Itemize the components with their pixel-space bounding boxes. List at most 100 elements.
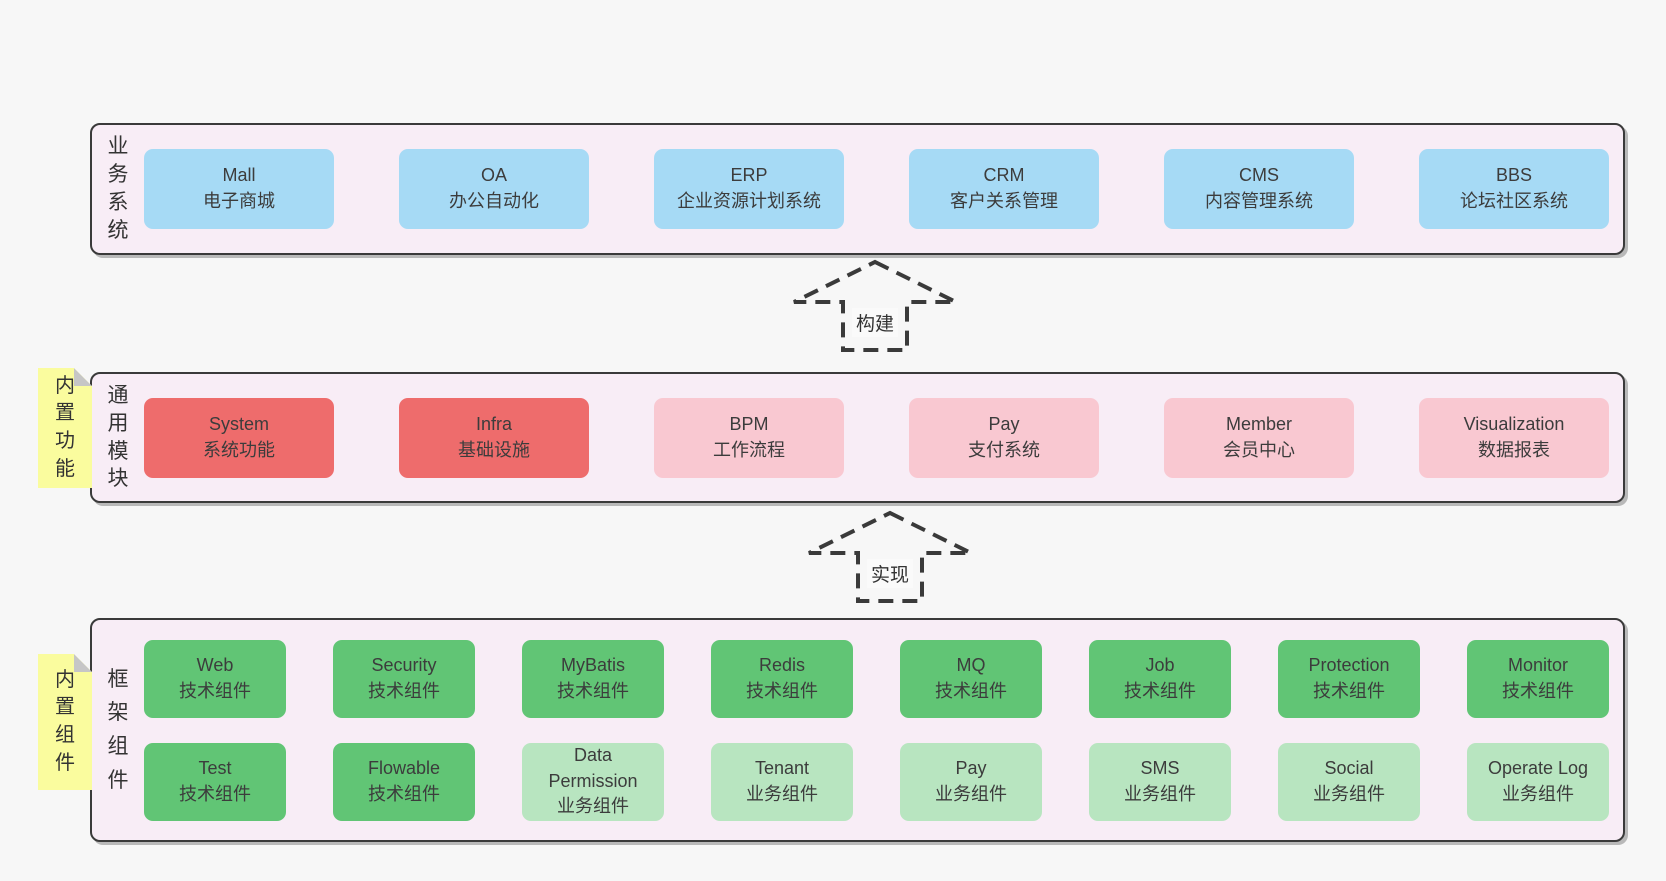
- box-subtitle: 业务组件: [557, 796, 629, 817]
- panel-label-gutter: 通用模块: [92, 374, 144, 501]
- box-subtitle: 内容管理系统: [1205, 191, 1313, 211]
- box-operate-log: Operate Log 业务组件: [1467, 742, 1609, 821]
- box-subtitle: 会员中心: [1223, 439, 1295, 460]
- box-crm: CRM 客户关系管理: [909, 149, 1099, 229]
- framework-components-label: 框架组件: [107, 667, 129, 792]
- box-subtitle: 办公自动化: [449, 191, 539, 211]
- box-subtitle: 业务组件: [1502, 783, 1574, 804]
- box-title: Member: [1225, 413, 1292, 434]
- box-title: OA: [480, 165, 507, 186]
- box-title: Web: [196, 654, 234, 675]
- box-title: Pay: [955, 757, 987, 778]
- box-title: Visualization: [1463, 413, 1565, 434]
- box-subtitle: 技术组件: [368, 783, 440, 804]
- business-systems-label: 业务系统: [107, 135, 129, 242]
- box-subtitle: 业务组件: [746, 783, 818, 804]
- box-title: BPM: [729, 413, 769, 434]
- box-protection: Protection 技术组件: [1278, 639, 1420, 718]
- up-arrow-icon: [808, 510, 972, 603]
- common-modules-panel: 通用模块 System 系统功能 Infra 基础设施 BPM 工作流程 Pay: [90, 372, 1625, 503]
- implement-arrow-label: 实现: [866, 559, 914, 588]
- box-erp: ERP 企业资源计划系统: [654, 149, 844, 229]
- box-subtitle: 技术组件: [557, 680, 629, 701]
- box-pay: Pay 支付系统: [909, 397, 1099, 478]
- box-infra: Infra 基础设施: [399, 397, 589, 478]
- box-web: Web 技术组件: [144, 639, 286, 718]
- box-redis: Redis 技术组件: [711, 639, 853, 718]
- box-test: Test 技术组件: [144, 742, 286, 821]
- built-in-features-label: 内置功能: [55, 374, 75, 480]
- box-monitor: Monitor 技术组件: [1467, 639, 1609, 718]
- up-arrow-icon: [793, 259, 957, 352]
- box-title: Tenant: [754, 757, 810, 778]
- tech-components-row: Web 技术组件 Security 技术组件 MyBatis 技术组件 Redi…: [144, 639, 1609, 718]
- box-title: Redis: [758, 654, 806, 675]
- box-title: SMS: [1140, 757, 1180, 778]
- box-security: Security 技术组件: [333, 639, 475, 718]
- box-subtitle: 业务组件: [1124, 783, 1196, 804]
- business-systems-panel: 业务系统 Mall 电子商城 OA 办公自动化 ERP 企业资源计划系统 CRM: [90, 123, 1625, 255]
- box-title: Test: [198, 757, 232, 778]
- box-title: Mall: [222, 165, 256, 186]
- box-title: Infra: [475, 413, 513, 434]
- box-subtitle: 基础设施: [458, 439, 530, 460]
- common-modules-label: 通用模块: [107, 383, 129, 491]
- box-subtitle: 支付系统: [968, 439, 1040, 460]
- box-title: Monitor: [1507, 654, 1569, 675]
- box-subtitle: 技术组件: [179, 680, 251, 701]
- box-subtitle: 技术组件: [1502, 680, 1574, 701]
- biz-components-row: Test 技术组件 Flowable 技术组件 Data Permission …: [144, 742, 1609, 821]
- box-subtitle: 客户关系管理: [950, 191, 1058, 211]
- box-mall: Mall 电子商城: [144, 149, 334, 229]
- built-in-components-sticky-note: 内置组件: [38, 654, 92, 790]
- built-in-features-sticky-note: 内置功能: [38, 368, 92, 488]
- build-arrow: 构建: [790, 258, 960, 354]
- build-arrow-label: 构建: [851, 308, 899, 337]
- implement-arrow: 实现: [805, 509, 975, 605]
- box-data-permission: Data Permission 业务组件: [522, 742, 664, 821]
- box-title: Job: [1145, 654, 1175, 675]
- box-title: Social: [1324, 757, 1374, 778]
- box-subtitle: 技术组件: [746, 680, 818, 701]
- box-oa: OA 办公自动化: [399, 149, 589, 229]
- box-pay-biz: Pay 业务组件: [900, 742, 1042, 821]
- box-subtitle: 技术组件: [1313, 680, 1385, 701]
- box-social: Social 业务组件: [1278, 742, 1420, 821]
- box-tenant: Tenant 业务组件: [711, 742, 853, 821]
- box-subtitle: 电子商城: [203, 191, 275, 211]
- box-subtitle: 业务组件: [1313, 783, 1385, 804]
- box-visualization: Visualization 数据报表: [1419, 397, 1609, 478]
- box-title: CMS: [1239, 165, 1279, 186]
- box-bpm: BPM 工作流程: [654, 397, 844, 478]
- panel-label-gutter: 框架组件: [92, 620, 144, 840]
- framework-components-panel: 框架组件 Web 技术组件 Security 技术组件 MyBatis 技术组件…: [90, 618, 1625, 842]
- box-title: System: [208, 413, 269, 434]
- box-flowable: Flowable 技术组件: [333, 742, 475, 821]
- box-cms: CMS 内容管理系统: [1164, 149, 1354, 229]
- box-subtitle: 工作流程: [713, 439, 785, 460]
- box-title: CRM: [983, 165, 1025, 186]
- box-title: Operate Log: [1487, 757, 1589, 778]
- box-subtitle: 技术组件: [179, 783, 251, 804]
- box-mybatis: MyBatis 技术组件: [522, 639, 664, 718]
- built-in-components-label: 内置组件: [55, 668, 75, 774]
- box-job: Job 技术组件: [1089, 639, 1231, 718]
- box-subtitle: 技术组件: [368, 680, 440, 701]
- common-modules-row: System 系统功能 Infra 基础设施 BPM 工作流程 Pay 支付系统…: [144, 397, 1609, 478]
- box-subtitle: 技术组件: [935, 680, 1007, 701]
- box-title: Data Permission: [548, 745, 638, 791]
- box-bbs: BBS 论坛社区系统: [1419, 149, 1609, 229]
- box-title: MyBatis: [560, 654, 625, 675]
- box-subtitle: 数据报表: [1478, 439, 1550, 460]
- box-member: Member 会员中心: [1164, 397, 1354, 478]
- box-subtitle: 企业资源计划系统: [677, 191, 821, 211]
- box-title: Pay: [988, 413, 1020, 434]
- box-mq: MQ 技术组件: [900, 639, 1042, 718]
- box-subtitle: 业务组件: [935, 783, 1007, 804]
- box-title: ERP: [730, 165, 768, 186]
- box-subtitle: 系统功能: [203, 439, 275, 460]
- box-title: MQ: [956, 654, 986, 675]
- box-sms: SMS 业务组件: [1089, 742, 1231, 821]
- box-title: Security: [371, 654, 437, 675]
